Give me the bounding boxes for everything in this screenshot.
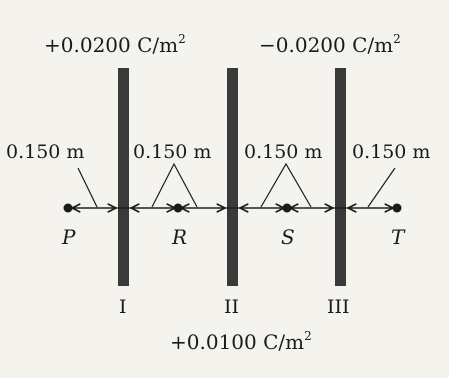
distance-label-4: 0.150 m [352,141,430,163]
sheet-i [118,68,129,286]
charge-label-sheet-ii: +0.0100 C/m2 [170,329,312,354]
leader-line-2 [151,162,198,208]
point-p [63,203,73,213]
charge-label-sheet-iii: −0.0200 C/m2 [259,32,401,57]
leader-line-3 [260,162,312,208]
sheet-ii [227,68,238,286]
point-r [173,203,183,213]
point-label-r: R [171,225,187,249]
leader-line-4 [367,167,396,208]
point-label-s: S [281,225,295,249]
distance-label-1: 0.150 m [6,141,84,163]
point-label-t: T [391,225,406,249]
charge-label-sheet-i: +0.0200 C/m2 [44,32,186,57]
point-s [282,203,292,213]
sheet-numeral-iii: III [327,296,350,318]
sheet-iii [335,68,346,286]
distance-label-3: 0.150 m [244,141,322,163]
sheet-numeral-ii: II [224,296,239,318]
distance-label-2: 0.150 m [133,141,211,163]
point-t [392,203,402,213]
leader-line-1 [77,167,98,208]
point-label-p: P [61,225,76,249]
sheet-numeral-i: I [119,296,127,318]
